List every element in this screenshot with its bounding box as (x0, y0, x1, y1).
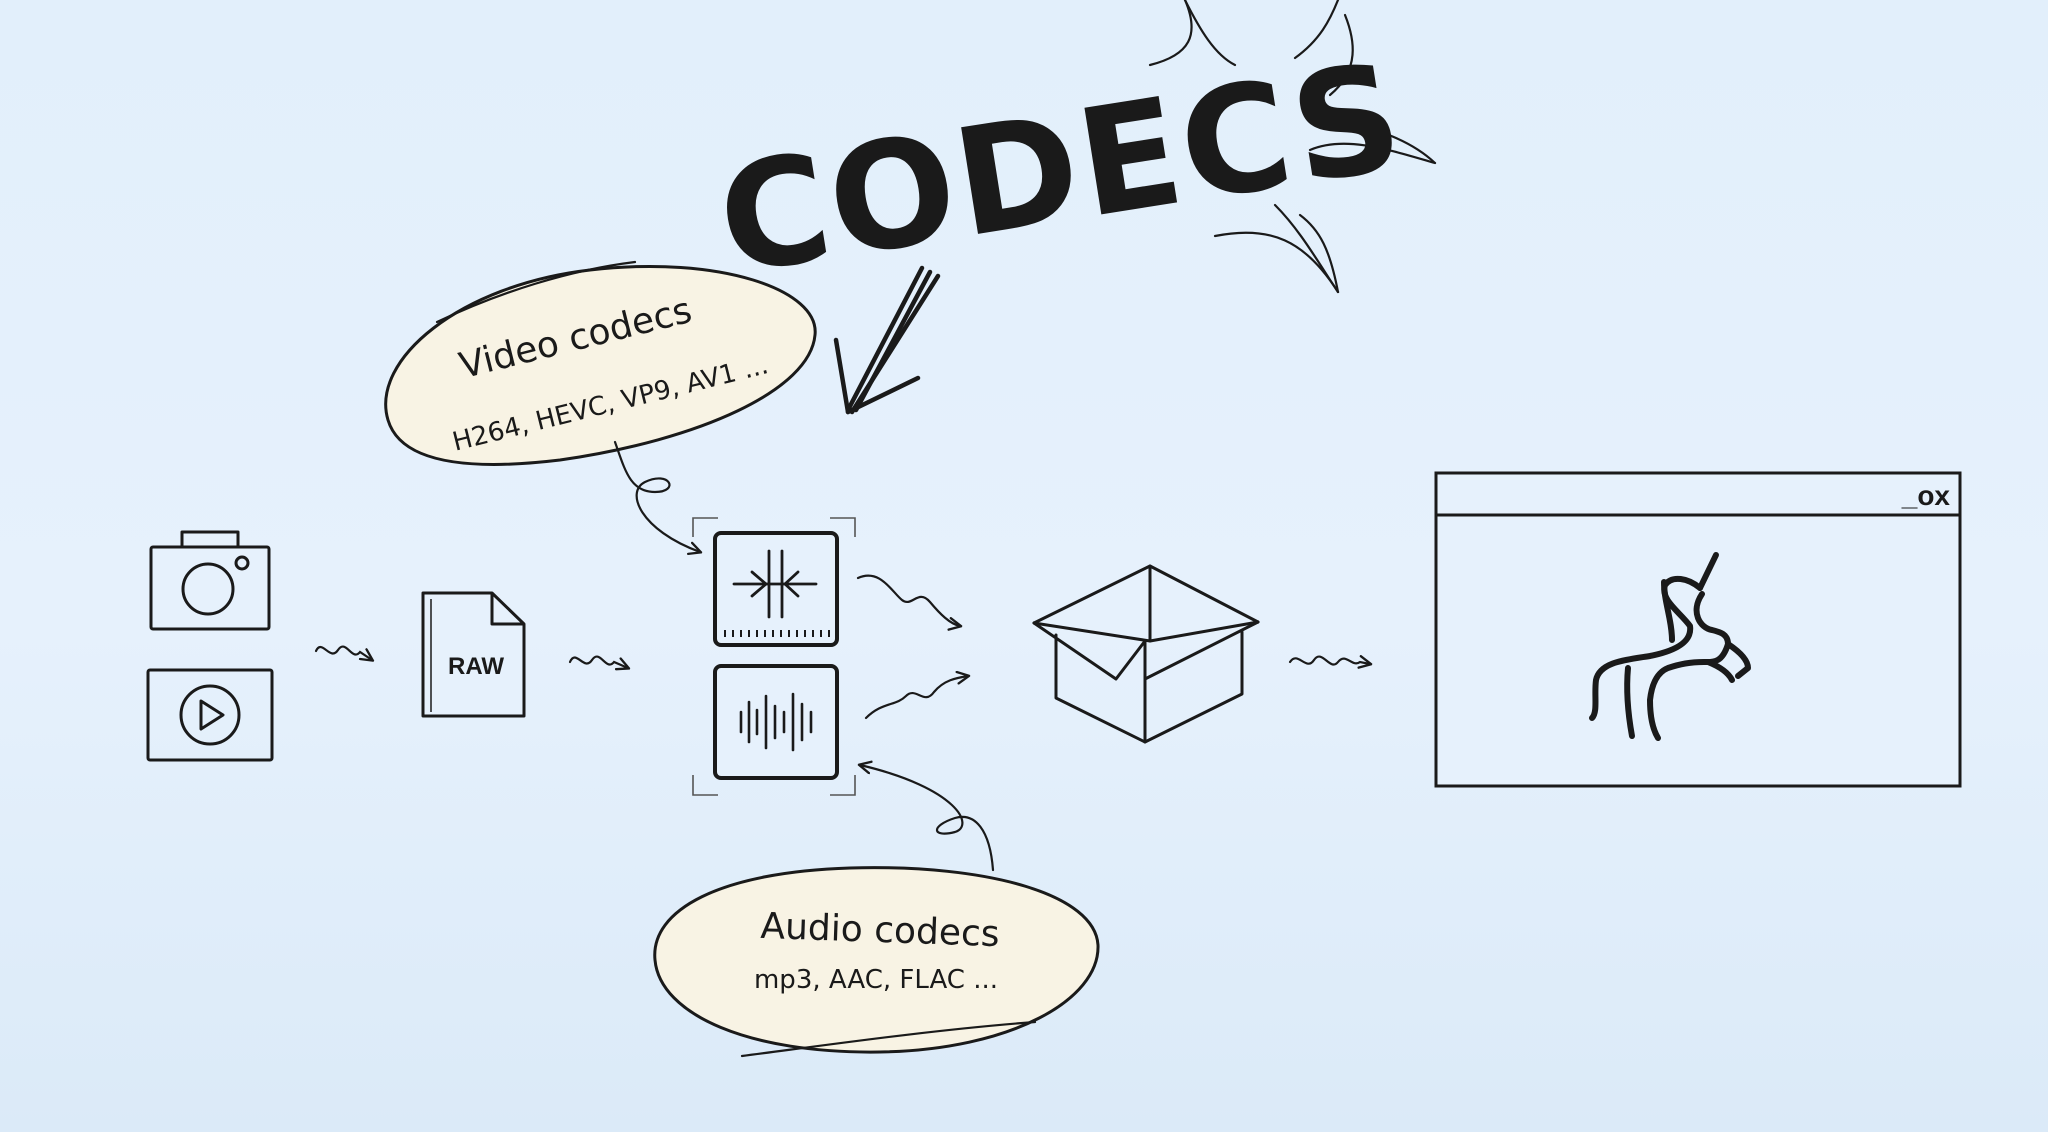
video-codec-icon (713, 531, 839, 647)
camera-icon (149, 530, 271, 631)
video-codecs-bubble: Video codecs H264, HEVC, VP9, AV1 ... (384, 260, 817, 466)
audio-codecs-formats: mp3, AAC, FLAC ... (754, 965, 998, 995)
player-window: _ox (1434, 471, 1962, 788)
audio-codecs-bubble: Audio codecs mp3, AAC, FLAC ... (653, 866, 1100, 1058)
video-bubble-connector (613, 440, 703, 556)
flow-arrow-audio-to-container (864, 670, 971, 720)
diagram-title: CODECS (708, 30, 1415, 308)
audio-waveform-icon (713, 664, 839, 780)
flow-arrow-container-to-player (1288, 655, 1373, 669)
title-pointer-arrow (833, 265, 941, 415)
audio-bubble-connector (857, 760, 995, 872)
raw-file-icon: RAW (421, 591, 526, 718)
flow-arrow-raw-to-codecs (568, 655, 631, 671)
play-icon (146, 668, 274, 762)
audio-codecs-title: Audio codecs (760, 906, 1000, 955)
unicorn-icon (1589, 552, 1751, 741)
video-codec-ticks (724, 630, 830, 637)
flow-arrow-video-to-container (856, 574, 963, 631)
flow-arrow-source-to-raw (314, 645, 375, 662)
title-burst (1148, 0, 1437, 294)
window-controls[interactable]: _ox (1901, 480, 1951, 511)
open-box-icon (1032, 564, 1260, 744)
raw-file-label: RAW (448, 653, 504, 680)
codec-group-brackets (692, 517, 856, 796)
